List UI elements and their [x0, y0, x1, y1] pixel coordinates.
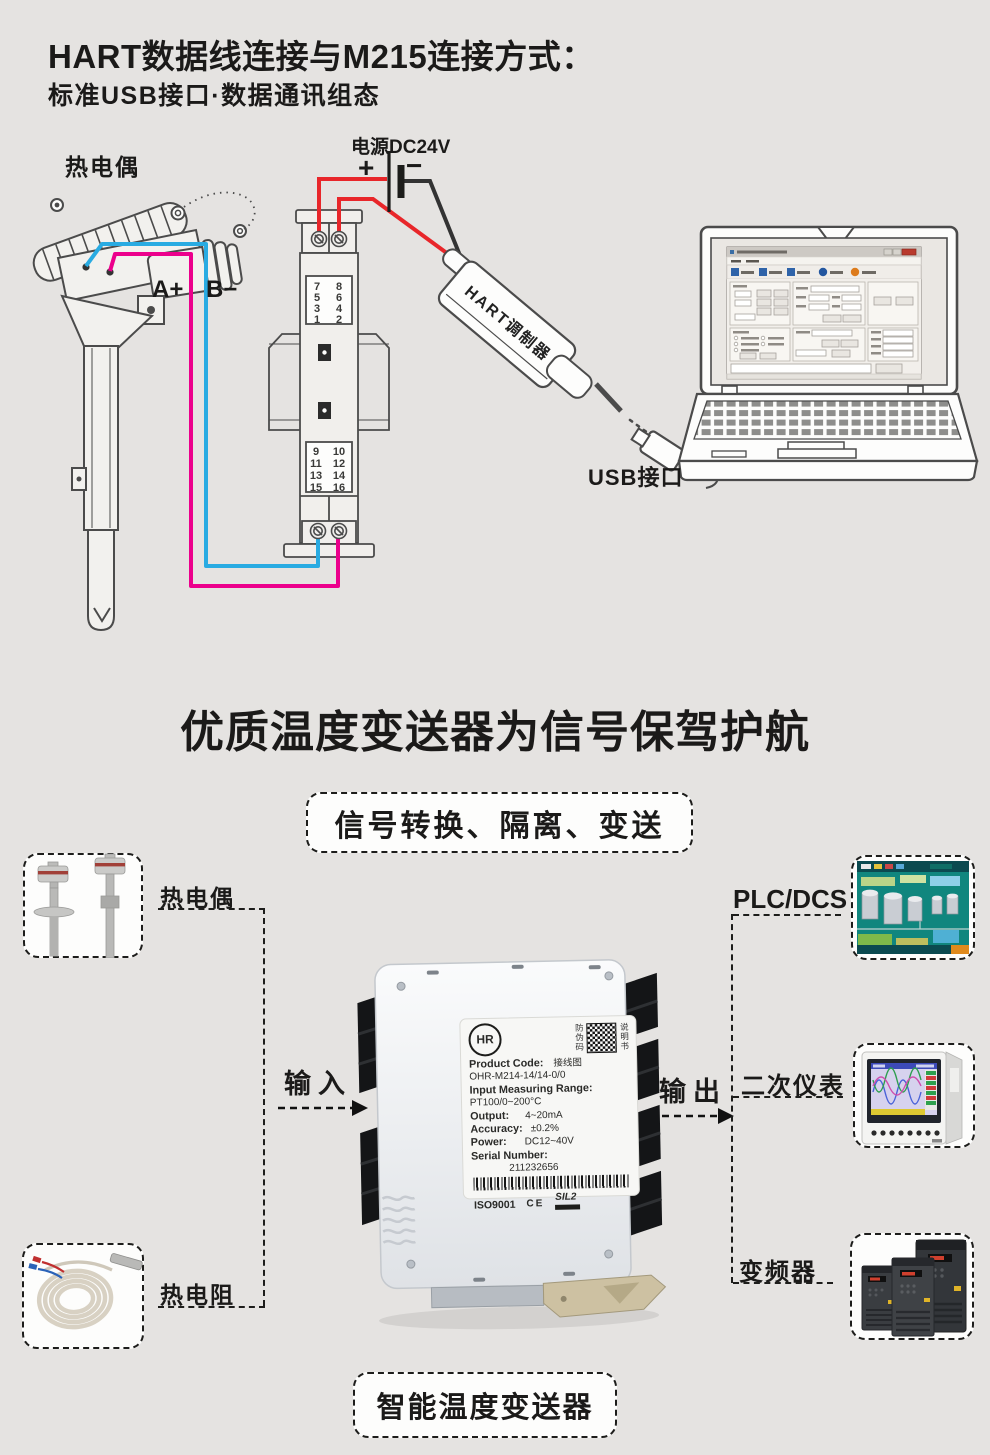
- product-label-plate: HR 防伪码 说明书 Product Code:接线图 OHR-M214-14/…: [460, 1016, 640, 1211]
- battery-plus-sign: +: [358, 152, 375, 183]
- output-spec-label: Output:: [470, 1109, 510, 1123]
- connector-line: [733, 1096, 843, 1098]
- thermocouple-label: 热电偶: [65, 154, 140, 180]
- brand-logo-text: HR: [476, 1032, 494, 1047]
- terminal-number: 3: [314, 303, 320, 315]
- connector-line: [263, 908, 265, 1306]
- terminal-number: 10: [333, 446, 345, 458]
- rtd-photo: [28, 1253, 143, 1330]
- paperless-recorder-image: [861, 1051, 963, 1145]
- power-spec-value: DC12~40V: [524, 1135, 575, 1148]
- config-software-window: [726, 246, 922, 380]
- bottom-screws: [309, 522, 348, 540]
- terminal-number: 7: [314, 281, 320, 293]
- terminal-number: 4: [336, 303, 343, 315]
- destination-label-plc: PLC/DCS: [733, 884, 848, 914]
- terminal-number: 5: [314, 292, 320, 304]
- cert-sil-text: SIL2: [555, 1191, 577, 1203]
- connector-line: [158, 908, 265, 910]
- terminal-number: 15: [310, 482, 322, 494]
- top-screws: [310, 230, 348, 248]
- destination-label-meter: 二次仪表: [741, 1073, 845, 1100]
- wire-blue: [84, 242, 320, 568]
- din-rail-drawing: [268, 333, 390, 431]
- din-module-drawing: [283, 209, 375, 558]
- wiring-qr-caption: 接线图: [553, 1057, 583, 1069]
- terminal-b-label: B−: [206, 276, 238, 303]
- connector-line: [731, 914, 733, 1283]
- footer-badge-text: 智能温度变送器: [376, 1392, 594, 1424]
- terminal-numbers: 7 8 5 6 3 4 1 2 9 10 11 12 13 14 15 16: [310, 281, 346, 494]
- product-code-label: Product Code:: [468, 1057, 544, 1071]
- usb-plug-drawing: [630, 427, 686, 472]
- terminal-number: 16: [333, 482, 345, 494]
- banner-text: 信号转换、隔离、变送: [334, 809, 665, 843]
- range-label: Input Measuring Range:: [469, 1081, 593, 1097]
- usb-port-label: USB接口: [588, 465, 684, 490]
- wire-black: [403, 179, 463, 259]
- battery-minus-sign: −: [406, 150, 423, 181]
- battery-symbol: [387, 151, 405, 212]
- power-spec-label: Power:: [470, 1136, 507, 1150]
- cert-sil: SIL2: [555, 1191, 581, 1210]
- manual-caption: 说明书: [619, 1022, 630, 1052]
- terminal-number: 1: [314, 314, 320, 326]
- wire-red-plus: [317, 177, 387, 234]
- accuracy-value: ±0.2%: [530, 1122, 560, 1135]
- connector-line: [733, 914, 841, 916]
- wire-red-loop: [337, 197, 461, 264]
- output-label: 输出: [659, 1077, 727, 1107]
- page-title: HART数据线连接与M215连接方式：: [48, 38, 595, 75]
- output-spec-value: 4~20mA: [525, 1109, 563, 1122]
- terminal-number: 12: [333, 458, 345, 470]
- source-label-rtd: 热电阻: [160, 1282, 235, 1308]
- qr-code: [586, 1022, 617, 1053]
- anti-fake-caption: 防伪码: [574, 1023, 585, 1053]
- serial-label: Serial Number:: [470, 1148, 548, 1163]
- input-arrow: [278, 1100, 368, 1116]
- sil-badge: [555, 1204, 581, 1210]
- barcode: [473, 1174, 630, 1191]
- connector-line: [733, 1282, 833, 1284]
- connector-line: [158, 1306, 265, 1308]
- slogan-title: 优质温度变送器为信号保驾护航: [180, 708, 810, 757]
- vfd-image: [861, 1239, 967, 1337]
- input-label: 输入: [284, 1069, 352, 1099]
- cert-ce-mark: CE: [526, 1197, 545, 1210]
- terminal-number: 9: [313, 446, 319, 458]
- thermocouple-photo: [33, 853, 126, 958]
- hart-modem-drawing: HART调制器: [437, 248, 654, 438]
- terminal-a-label: A+: [152, 276, 184, 303]
- output-arrow: [650, 1108, 734, 1124]
- brand-logo: HR: [468, 1023, 502, 1057]
- cert-iso: ISO9001: [473, 1198, 516, 1212]
- terminal-number: 13: [310, 470, 322, 482]
- terminal-number: 6: [336, 292, 342, 304]
- terminal-number: 14: [333, 470, 346, 482]
- terminal-number: 11: [310, 458, 322, 470]
- plc-scada-image: [857, 861, 969, 954]
- source-label-thermocouple: 热电偶: [160, 885, 235, 911]
- terminal-number: 2: [336, 314, 342, 326]
- banner-box: 信号转换、隔离、变送: [306, 792, 693, 853]
- power-label: 电源DC24V: [351, 137, 451, 158]
- serial-value: 211232656: [509, 1162, 559, 1175]
- wire-magenta: [108, 252, 340, 588]
- wiring-diagram: 7 8 5 6 3 4 1 2 9 10 11 12 13 14 15 16: [32, 151, 979, 632]
- terminal-number: 8: [336, 281, 342, 293]
- footer-badge-box: 智能温度变送器: [353, 1372, 617, 1438]
- accuracy-label: Accuracy:: [470, 1122, 523, 1136]
- page-subtitle: 标准USB接口·数据通讯组态: [48, 82, 381, 110]
- destination-label-vfd: 变频器: [739, 1259, 817, 1286]
